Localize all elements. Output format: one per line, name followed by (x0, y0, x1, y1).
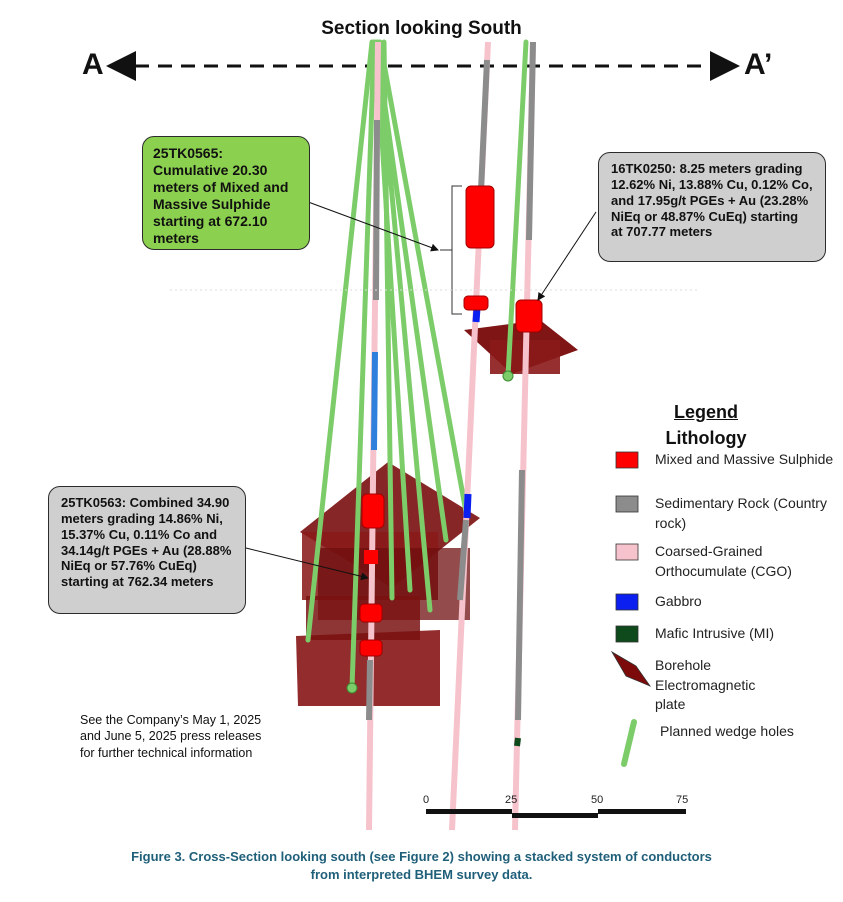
scale-bar (426, 809, 686, 818)
callout-25tk0565: 25TK0565: Cumulative 20.30 meters of Mix… (142, 136, 310, 250)
section-label-a: A (82, 48, 104, 81)
wedge-hole-end (346, 682, 358, 694)
legend-label-bhem-plate: Borehole Electromagnetic plate (655, 657, 756, 713)
scale-tick-75: 75 (676, 794, 689, 806)
caption-line-1: Figure 3. Cross-Section looking south (s… (131, 849, 712, 864)
callout-16tk0250: 16TK0250: 8.25 meters grading 12.62% Ni,… (598, 152, 826, 262)
leader-tk0563 (245, 547, 369, 581)
legend-label-wedge-holes: Planned wedge holes (660, 723, 794, 739)
press-release-note: See the Company’s May 1, 2025 and June 5… (80, 713, 262, 760)
figure-caption: Figure 3. Cross-Section looking south (s… (0, 848, 843, 884)
leader-tk0250 (537, 211, 597, 301)
scale-tick-50: 50 (591, 794, 604, 806)
caption-line-2: from interpreted BHEM survey data. (310, 867, 533, 883)
drillhole-16tk0250 (512, 41, 543, 831)
wedge-hole-end (502, 370, 514, 382)
legend-label-sedimentary: Sedimentary Rock (Country rock) (655, 495, 827, 531)
drillhole-25tk0563 (359, 41, 385, 831)
callout-25tk0563: 25TK0563: Combined 34.90 meters grading … (48, 486, 246, 614)
legend-label-gabbro: Gabbro (655, 593, 702, 609)
legend-label-cgo: Coarsed-Grained Orthocumulate (CGO) (655, 543, 792, 579)
leader-tk0565 (291, 195, 439, 252)
scale-tick-0: 0 (423, 794, 430, 806)
section-label-a-prime: A’ (744, 48, 773, 81)
scale-tick-25: 25 (505, 794, 518, 806)
planned-wedge-holes (305, 39, 529, 691)
legend-swatches (610, 451, 652, 767)
interval-bracket (451, 185, 462, 315)
legend-heading: Legend (673, 402, 738, 422)
drillhole-25tk0565 (449, 41, 495, 831)
legend-subheading: Lithology (665, 428, 747, 448)
legend-label-mafic: Mafic Intrusive (MI) (655, 625, 775, 641)
legend-label-sulphide: Mixed and Massive Sulphide (655, 451, 834, 467)
section-title: Section looking South (321, 18, 522, 39)
